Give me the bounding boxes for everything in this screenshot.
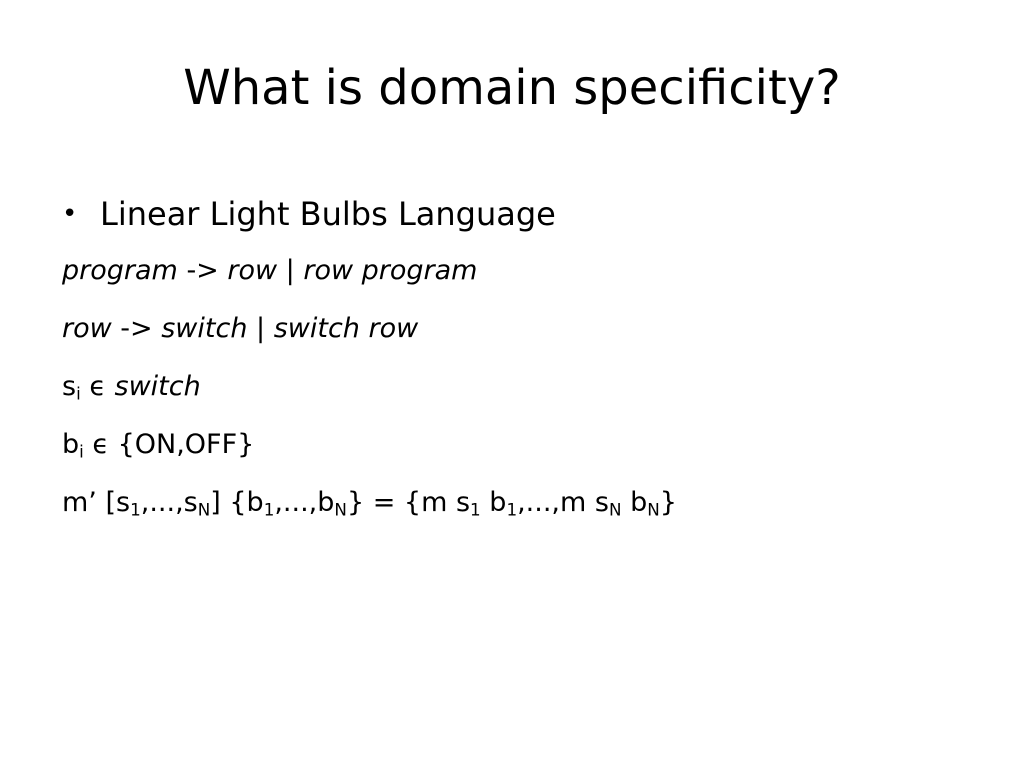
eq-subscript: 1 (470, 499, 481, 520)
eq-part: ,...,s (140, 487, 198, 518)
bullet-text: Linear Light Bulbs Language (100, 195, 556, 233)
eq-part: } = {m s (346, 487, 471, 518)
rule-arrow: -> (111, 313, 162, 344)
def-set: switch (114, 371, 201, 402)
mapping-equation: m’ [s1,...,sN] {b1,...,bN} = {m s1 b1,..… (62, 474, 962, 532)
eq-subscript: 1 (506, 499, 518, 520)
eq-subscript: 1 (263, 499, 275, 520)
eq-subscript: N (197, 499, 211, 520)
slide-title: What is domain specificity? (183, 60, 841, 116)
bullet-item: • Linear Light Bulbs Language (62, 186, 962, 242)
eq-part: ,...,m s (517, 487, 609, 518)
eq-subscript: N (334, 499, 347, 520)
rule-separator: | (277, 255, 304, 286)
def-operator: ϵ (80, 371, 115, 402)
bullet-icon: • (62, 199, 78, 229)
eq-subscript: 1 (130, 499, 141, 520)
def-variable: b (62, 429, 80, 460)
eq-part: b (480, 487, 507, 518)
eq-part: b (621, 487, 648, 518)
bulb-definition: bi ϵ {ON,OFF} (62, 416, 962, 474)
rule-alt-1: row (227, 255, 278, 286)
eq-part: } (659, 487, 677, 518)
rule-arrow: -> (177, 255, 228, 286)
eq-part: m’ [s (62, 487, 131, 518)
rule-alt-2: switch row (273, 313, 419, 344)
rule-lhs: row (62, 313, 112, 344)
rule-lhs: program (62, 255, 178, 286)
def-variable: s (62, 371, 77, 402)
def-set: {ON,OFF} (117, 429, 255, 460)
eq-subscript: N (608, 499, 622, 520)
rule-alt-1: switch (161, 313, 248, 344)
def-subscript: i (76, 383, 81, 404)
def-subscript: i (79, 441, 84, 462)
eq-part: ,...,b (274, 487, 335, 518)
eq-subscript: N (647, 499, 660, 520)
grammar-row-rule: row -> switch | switch row (62, 300, 962, 358)
slide-content: • Linear Light Bulbs Language program -> … (62, 186, 962, 532)
def-operator: ϵ (83, 429, 118, 460)
rule-separator: | (247, 313, 274, 344)
switch-definition: si ϵ switch (62, 358, 962, 416)
eq-part: ] {b (210, 487, 264, 518)
rule-alt-2: row program (303, 255, 478, 286)
grammar-program-rule: program -> row | row program (62, 242, 962, 300)
